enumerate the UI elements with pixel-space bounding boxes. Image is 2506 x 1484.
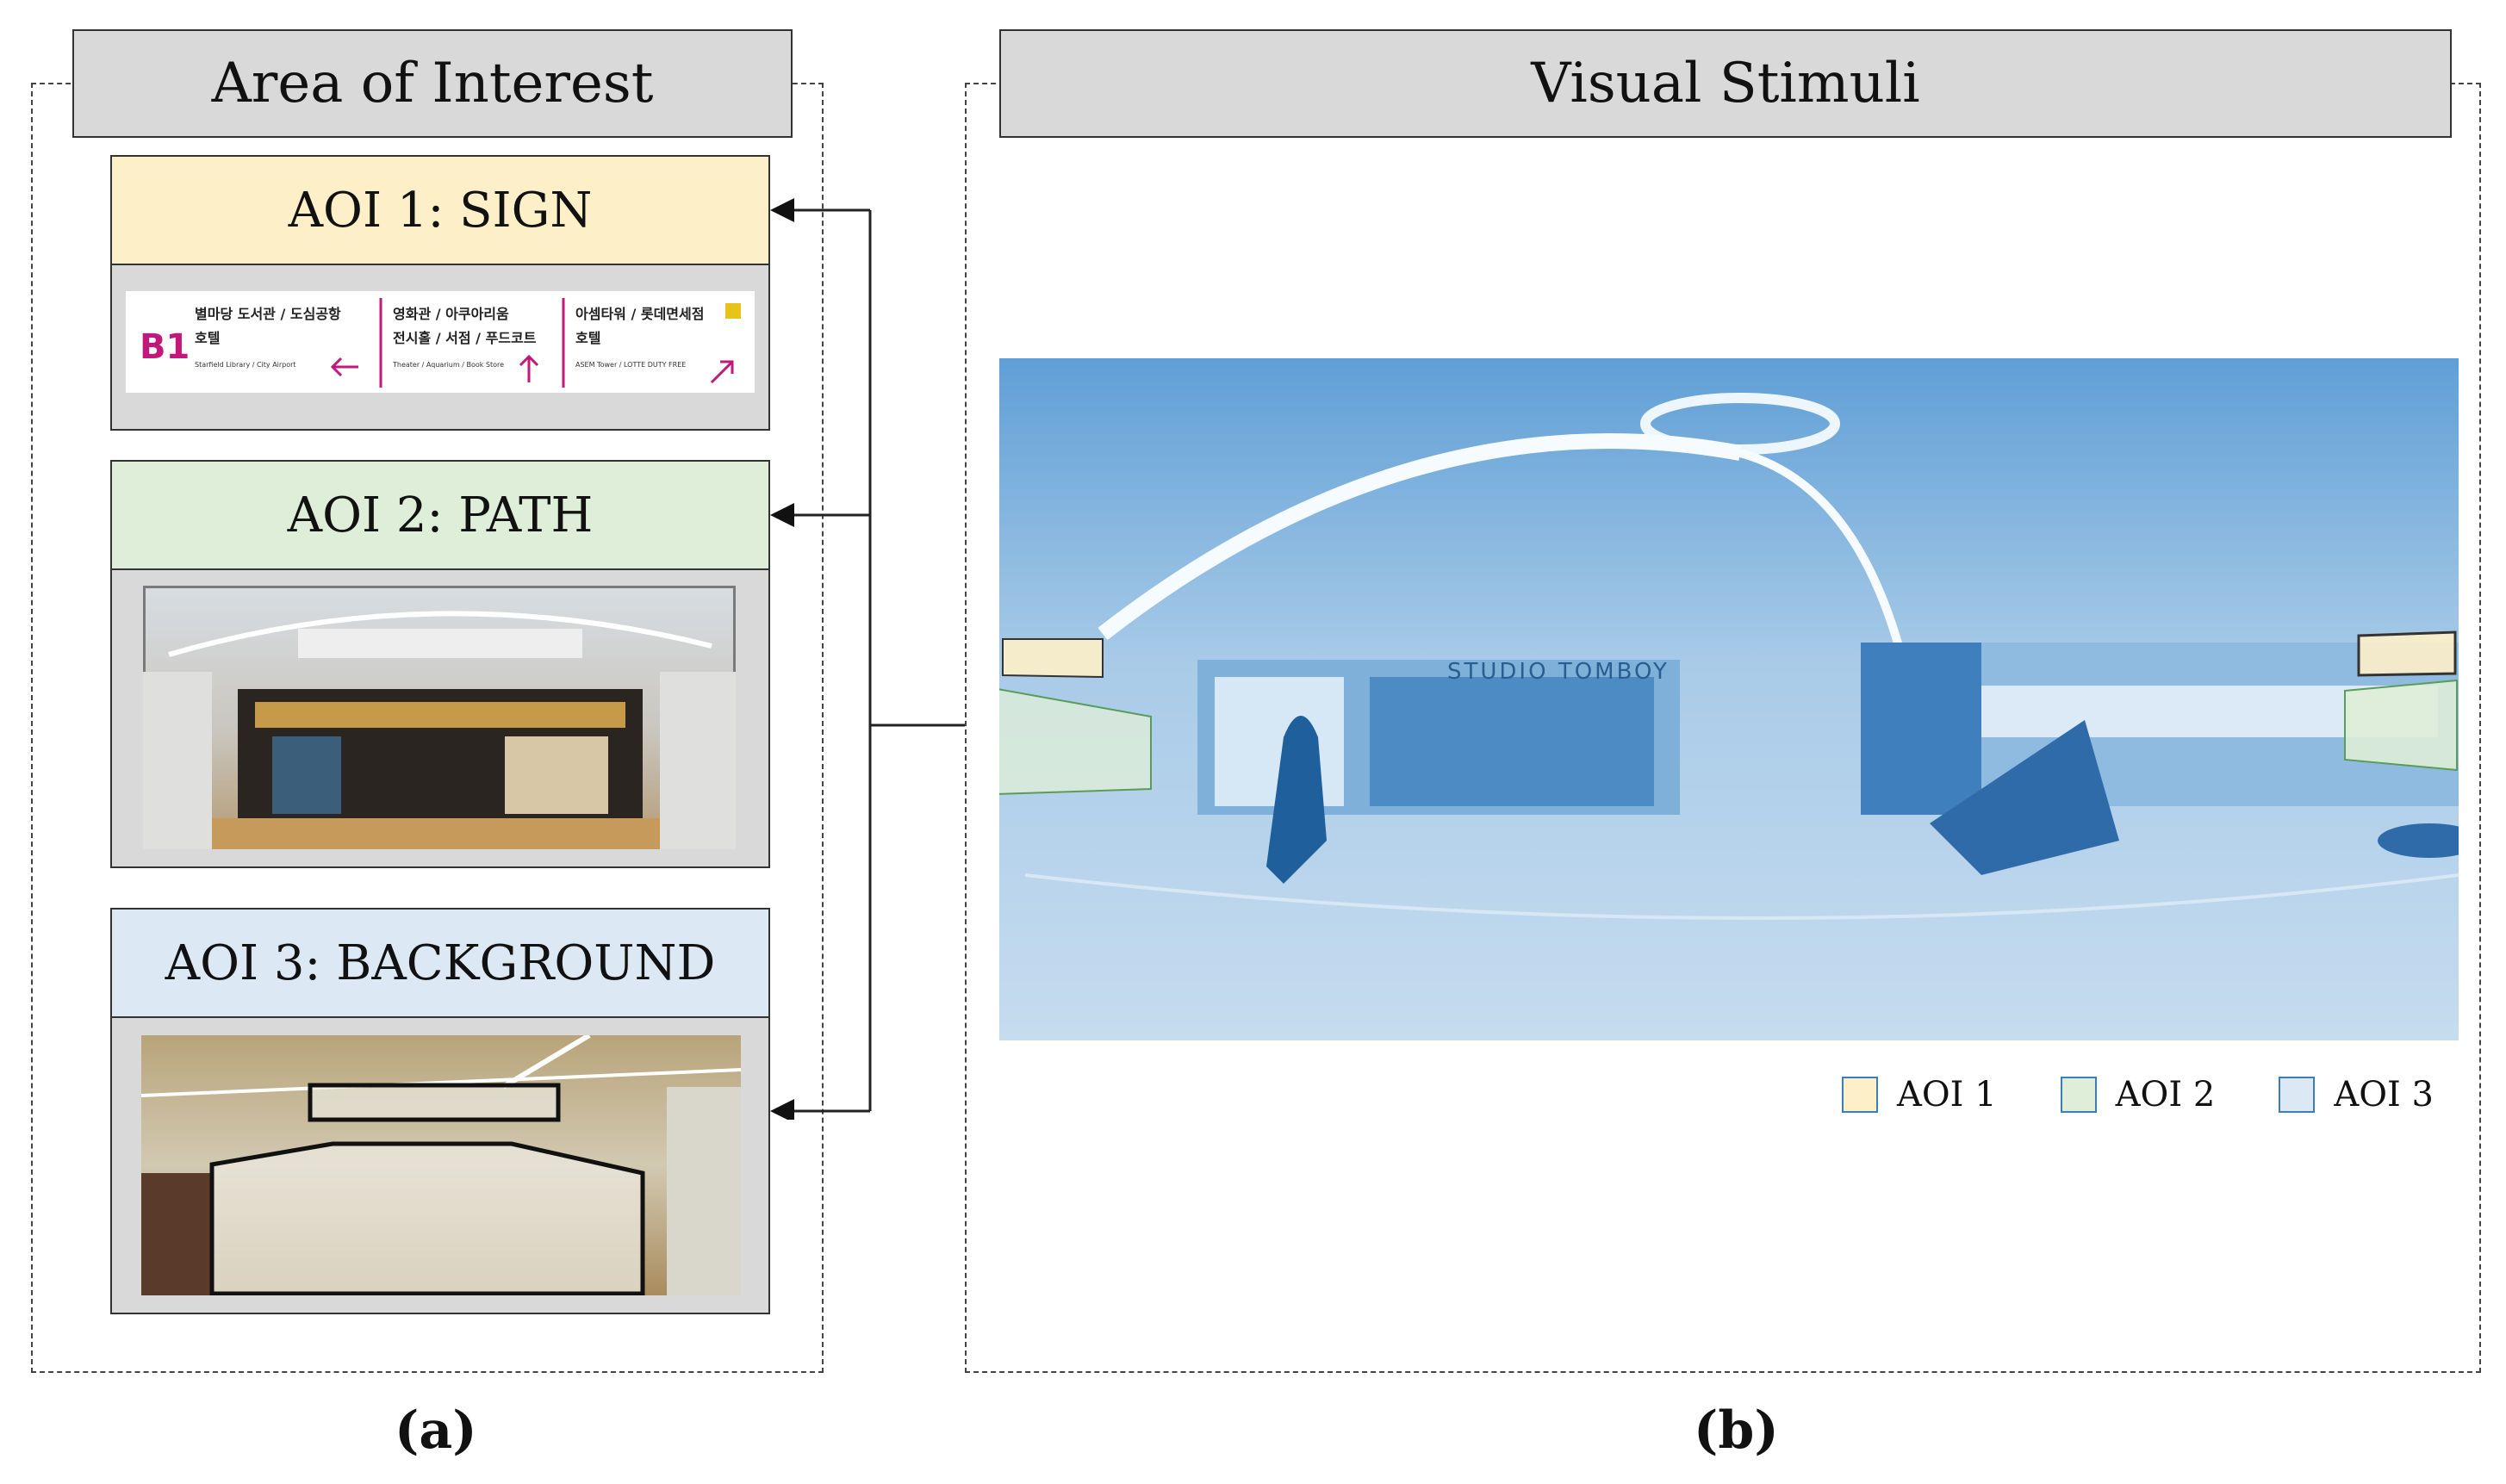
- legend-swatch-aoi-2: [2060, 1077, 2097, 1113]
- sign-col1-line1: 별마당 도서관 / 도심공항: [195, 306, 341, 322]
- aoi-3-label: AOI 3: BACKGROUND: [165, 934, 716, 991]
- aoi-1-header: AOI 1: SIGN: [110, 155, 770, 265]
- aoi-2-body: [110, 570, 770, 868]
- panel-b-caption: (b): [1694, 1400, 1779, 1461]
- sign-col3-en: ASEM Tower / LOTTE DUTY FREE: [575, 361, 686, 369]
- sign-col2-line1: 영화관 / 아쿠아리움: [393, 306, 509, 322]
- aoi-2-overlay-right: [2344, 679, 2458, 772]
- legend-label-aoi-2: AOI 2: [2115, 1075, 2216, 1115]
- panel-a-caption: (a): [395, 1400, 477, 1461]
- legend-item-aoi-3: AOI 3: [2279, 1075, 2434, 1115]
- arrow-aoi-1-icon: [770, 198, 794, 222]
- aoi-1-overlay-left: [1002, 638, 1104, 679]
- background-image: [141, 1035, 741, 1295]
- legend: AOI 1 AOI 2 AOI 3: [1842, 1075, 2434, 1115]
- aoi-path-outline: [209, 1141, 645, 1295]
- sign-col3-line2: 호텔: [575, 330, 600, 346]
- arrow-left-icon: [330, 357, 358, 377]
- aoi-1-label: AOI 1: SIGN: [288, 182, 593, 239]
- arrow-aoi-3-icon: [770, 1099, 794, 1120]
- legend-label-aoi-3: AOI 3: [2334, 1075, 2434, 1115]
- arrow-up-right-icon: [710, 360, 734, 384]
- transit-badge-icon: [725, 303, 741, 319]
- legend-swatch-aoi-3: [2279, 1077, 2316, 1113]
- sign-col1-en: Starfield Library / City Airport: [195, 361, 296, 369]
- aoi-3-header: AOI 3: BACKGROUND: [110, 908, 770, 1018]
- sign-col1-line2: 호텔: [195, 330, 220, 346]
- aoi-1-body: B1 별마당 도서관 / 도심공항 호텔 Starfield Library /…: [110, 265, 770, 431]
- panel-b-title: Visual Stimuli: [999, 29, 2452, 138]
- sign-col2-en: Theater / Aquarium / Book Store: [392, 361, 504, 369]
- legend-swatch-aoi-1: [1842, 1077, 1878, 1113]
- aoi-2-overlay-left: [999, 688, 1152, 795]
- aoi-3-body: [110, 1018, 770, 1314]
- arrow-aoi-2-icon: [770, 503, 794, 527]
- panel-a-title: Area of Interest: [72, 29, 793, 138]
- sign-image: B1 별마당 도서관 / 도심공항 호텔 Starfield Library /…: [126, 291, 755, 393]
- stimulus-panorama: STUDIO TOMBOY: [999, 358, 2459, 1040]
- sign-col2-line2: 전시홀 / 서점 / 푸드코트: [393, 330, 537, 346]
- legend-item-aoi-1: AOI 1: [1842, 1075, 1997, 1115]
- legend-label-aoi-1: AOI 1: [1897, 1075, 1997, 1115]
- legend-item-aoi-2: AOI 2: [2060, 1075, 2216, 1115]
- aoi-1-overlay-right: [2357, 630, 2457, 677]
- aoi-2-label: AOI 2: PATH: [287, 487, 594, 543]
- arrow-up-icon: [519, 354, 539, 382]
- aoi-2-header: AOI 2: PATH: [110, 460, 770, 570]
- path-image: [143, 586, 736, 849]
- sign-col3-line1: 아셈타워 / 롯데면세점: [575, 306, 704, 322]
- store-sign: STUDIO TOMBOY: [1447, 659, 1670, 685]
- aoi-sign-outline: [308, 1083, 561, 1122]
- aoi-connector-arrows: [770, 198, 965, 1120]
- sign-floor: B1: [140, 327, 190, 367]
